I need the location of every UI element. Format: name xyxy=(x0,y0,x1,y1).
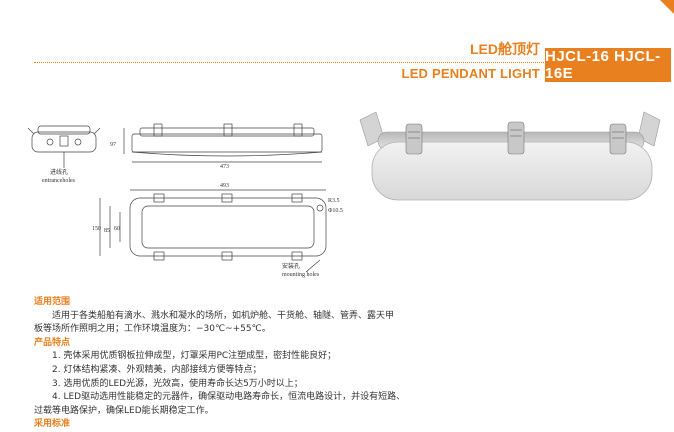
feature-2: 2. 灯体结构紧凑、外观精美，内部接线方便等特点； xyxy=(52,364,262,375)
dim-depth: 150 xyxy=(92,226,101,232)
dim-hole-diameter: Φ10.5 xyxy=(328,208,343,214)
technical-drawing: 进线孔 entranceholes 473 97 493 150 85 60 R… xyxy=(27,123,343,278)
apply-line-2: 板等场所作照明之用；工作环境温度为：−30℃~+55℃。 xyxy=(34,324,271,335)
dim-width-top: 493 xyxy=(220,183,229,189)
header-divider xyxy=(34,62,544,63)
side-view xyxy=(123,123,323,163)
mount-label-cn: 安装孔 xyxy=(282,262,300,270)
entrance-label-en: entranceholes xyxy=(42,178,76,184)
apply-line-1: 适用于各类船舶有滴水、溅水和凝水的场所，如机炉舱、干货舱、轴隧、管弄、露天甲 xyxy=(52,310,395,321)
title-chinese: LED舱顶灯 xyxy=(470,41,540,57)
feature-3: 3. 选用优质的LED光源，光效高，使用寿命长达5万小时以上； xyxy=(52,378,303,389)
entrance-label-cn: 进线孔 xyxy=(50,168,68,176)
top-view xyxy=(99,189,327,273)
end-view xyxy=(27,125,101,168)
dim-width: 473 xyxy=(220,164,229,170)
product-photo xyxy=(359,111,661,201)
description: 适用范围 适用于各类船舶有滴水、溅水和凝水的场所，如机炉舱、干货舱、轴隧、管弄、… xyxy=(34,296,474,432)
dim-radius: R3.5 xyxy=(328,198,340,204)
feature-4a: 4. LED驱动选用性能稳定的元器件，确保驱动电路寿命长，恒流电路设计，并设有短… xyxy=(52,392,406,403)
apply-heading: 适用范围 xyxy=(34,297,71,307)
standard-heading: 采用标准 xyxy=(34,419,71,430)
model-badge: HJCL-16 HJCL-16E xyxy=(545,48,671,82)
title-english: LED PENDANT LIGHT xyxy=(401,66,540,81)
feature-1: 1. 壳体采用优质钢板拉伸成型，灯罩采用PC注塑成型，密封性能良好； xyxy=(52,351,337,362)
mount-label-en: mounting holes xyxy=(282,272,320,278)
feature-heading: 产品特点 xyxy=(34,337,71,348)
corner-accent xyxy=(660,0,674,14)
dim-height: 97 xyxy=(110,142,116,148)
dim-60: 60 xyxy=(114,226,120,232)
feature-4b: 过载等电路保护，确保LED能长期稳定工作。 xyxy=(34,405,214,416)
dim-85: 85 xyxy=(104,228,110,234)
